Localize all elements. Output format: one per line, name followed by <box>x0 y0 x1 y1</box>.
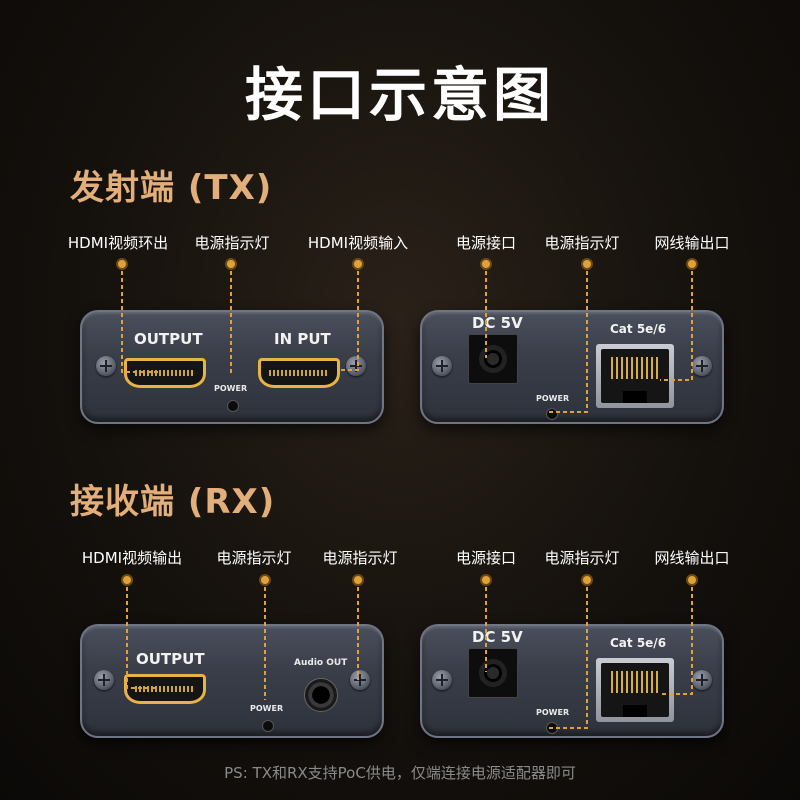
callout-tx-lan-output: 网线输出口 <box>654 234 730 252</box>
dc-power-jack-icon <box>468 334 518 384</box>
tx-input-label: IN PUT <box>274 330 331 348</box>
callout-rx-lan-output: 网线输出口 <box>654 549 730 567</box>
power-led-icon <box>262 720 274 732</box>
power-led-icon <box>227 400 239 412</box>
rx-back-power-label: POWER <box>536 708 570 717</box>
callout-tx-hdmi-input: HDMI视频输入 <box>307 234 409 252</box>
rx-dc-label: DC 5V <box>472 628 523 646</box>
screw-icon <box>350 670 370 690</box>
screw-icon <box>432 356 452 376</box>
power-led-icon <box>546 722 558 734</box>
audio-out-jack-icon <box>304 678 338 712</box>
rx-audio-label: Audio OUT <box>294 658 348 668</box>
callout-tx-back-power-led: 电源指示灯 <box>544 234 620 252</box>
callout-rx-power-port: 电源接口 <box>455 549 517 567</box>
hdmi-input-port-icon <box>258 358 340 388</box>
tx-dc-label: DC 5V <box>472 314 523 332</box>
tx-cat-label: Cat 5e/6 <box>610 322 667 336</box>
callout-tx-power-port: 电源接口 <box>455 234 517 252</box>
callout-tx-power-led: 电源指示灯 <box>194 234 270 252</box>
callout-rx-back-power-led: 电源指示灯 <box>544 549 620 567</box>
footnote: PS: TX和RX支持PoC供电，仅端连接电源适配器即可 <box>224 764 576 782</box>
screw-icon <box>96 356 116 376</box>
rx-cat-label: Cat 5e/6 <box>610 636 667 650</box>
tx-heading: 发射端 (TX) <box>70 168 273 208</box>
rx-heading: 接收端 (RX) <box>70 482 276 522</box>
hdmi-output-port-icon <box>124 358 206 388</box>
tx-output-label: OUTPUT <box>134 330 203 348</box>
page-title: 接口示意图 <box>244 61 555 129</box>
rx-front-power-label: POWER <box>250 704 284 713</box>
callout-rx-power-led-2: 电源指示灯 <box>322 549 398 567</box>
rx-output-label: OUTPUT <box>136 650 205 668</box>
tx-front-panel: OUTPUT IN PUT POWER <box>80 310 384 424</box>
rx-front-panel: OUTPUT POWER Audio OUT <box>80 624 384 738</box>
screw-icon <box>432 670 452 690</box>
callout-tx-hdmi-loop-out: HDMI视频环出 <box>67 234 169 252</box>
callout-rx-power-led: 电源指示灯 <box>216 549 292 567</box>
rj45-port-icon <box>596 658 674 722</box>
hdmi-output-port-icon <box>124 674 206 704</box>
rj45-port-icon <box>596 344 674 408</box>
screw-icon <box>94 670 114 690</box>
screw-icon <box>346 356 366 376</box>
screw-icon <box>692 356 712 376</box>
tx-front-power-label: POWER <box>214 384 248 393</box>
tx-back-power-label: POWER <box>536 394 570 403</box>
tx-back-panel: DC 5V POWER Cat 5e/6 <box>420 310 724 424</box>
callout-rx-hdmi-output: HDMI视频输出 <box>81 549 183 567</box>
power-led-icon <box>546 408 558 420</box>
screw-icon <box>692 670 712 690</box>
dc-power-jack-icon <box>468 648 518 698</box>
rx-back-panel: DC 5V POWER Cat 5e/6 <box>420 624 724 738</box>
